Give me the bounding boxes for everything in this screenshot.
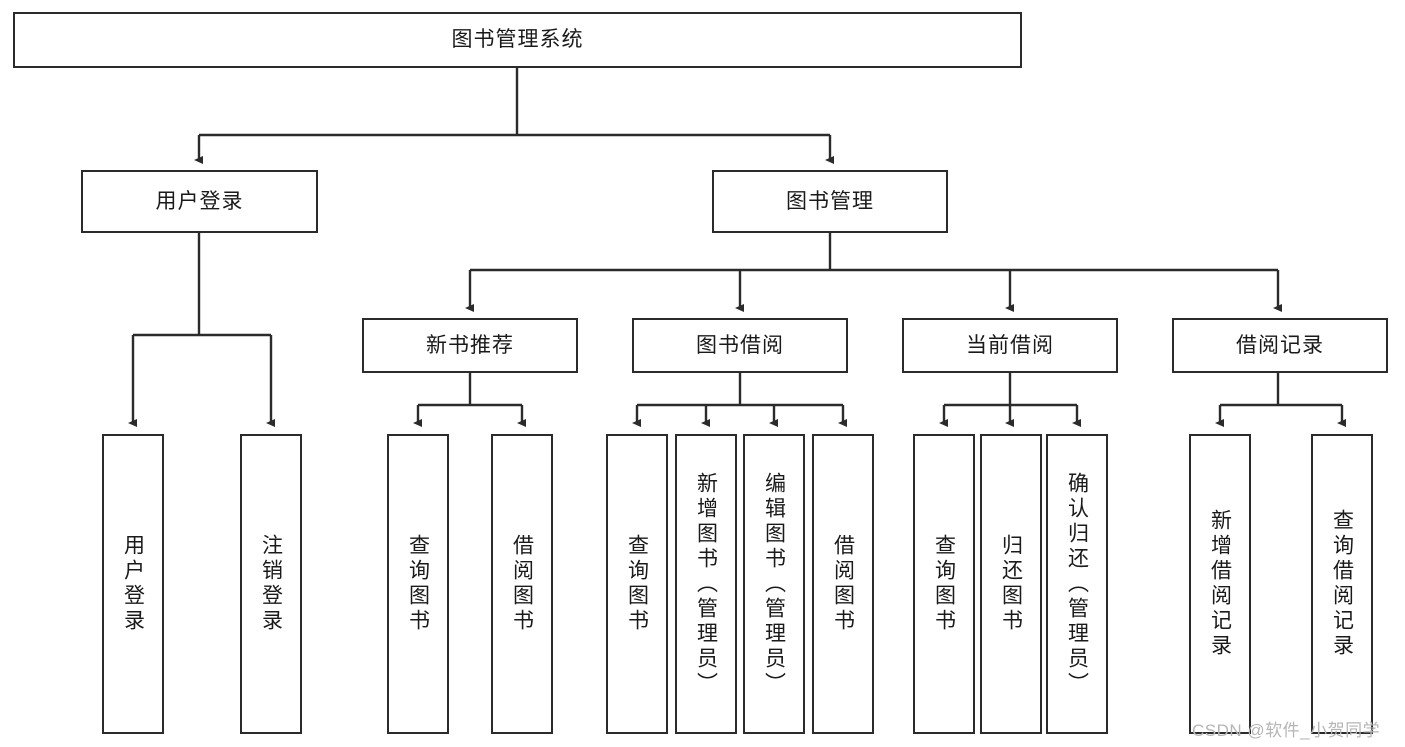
- node-leaf-user-logout-label: 注销登录: [259, 534, 283, 634]
- node-leaf-query-book-1-label: 查询图书: [406, 534, 430, 634]
- node-leaf-confirm-return[interactable]: 确认归还（管理员）: [1046, 434, 1108, 734]
- node-leaf-borrow-book-2-label: 借阅图书: [831, 534, 855, 634]
- watermark: CSDN @软件_小贺同学: [1192, 721, 1381, 740]
- node-leaf-query-book-2-label: 查询图书: [625, 534, 649, 634]
- node-leaf-query-record-label: 查询借阅记录: [1330, 509, 1354, 659]
- node-leaf-user-login[interactable]: 用户登录: [102, 434, 164, 734]
- node-current-borrow-label: 当前借阅: [966, 333, 1054, 357]
- node-leaf-edit-book[interactable]: 编辑图书（管理员）: [743, 434, 805, 734]
- node-borrow-record-label: 借阅记录: [1236, 333, 1324, 357]
- node-new-book-recommend-label: 新书推荐: [426, 333, 514, 357]
- node-leaf-borrow-book-1[interactable]: 借阅图书: [491, 434, 553, 734]
- node-user-login[interactable]: 用户登录: [81, 170, 318, 233]
- node-leaf-query-record[interactable]: 查询借阅记录: [1311, 434, 1373, 734]
- node-leaf-add-record[interactable]: 新增借阅记录: [1189, 434, 1251, 734]
- node-new-book-recommend[interactable]: 新书推荐: [362, 318, 578, 373]
- node-current-borrow[interactable]: 当前借阅: [902, 318, 1118, 373]
- node-user-login-label: 用户登录: [155, 189, 244, 213]
- node-leaf-borrow-book-1-label: 借阅图书: [510, 534, 534, 634]
- node-book-manage[interactable]: 图书管理: [712, 170, 948, 233]
- node-leaf-query-book-2[interactable]: 查询图书: [606, 434, 668, 734]
- node-root-label: 图书管理系统: [451, 28, 584, 52]
- node-root[interactable]: 图书管理系统: [13, 12, 1022, 68]
- node-leaf-confirm-return-label: 确认归还（管理员）: [1065, 471, 1089, 697]
- node-leaf-return-book-label: 归还图书: [999, 534, 1023, 634]
- node-leaf-query-book-1[interactable]: 查询图书: [387, 434, 449, 734]
- node-book-borrow-label: 图书借阅: [696, 333, 784, 357]
- node-book-manage-label: 图书管理: [786, 189, 874, 213]
- node-book-borrow[interactable]: 图书借阅: [632, 318, 848, 373]
- node-leaf-return-book[interactable]: 归还图书: [980, 434, 1042, 734]
- node-leaf-query-book-3[interactable]: 查询图书: [913, 434, 975, 734]
- node-leaf-user-login-label: 用户登录: [121, 534, 145, 634]
- node-leaf-add-record-label: 新增借阅记录: [1208, 509, 1232, 659]
- node-leaf-edit-book-label: 编辑图书（管理员）: [762, 471, 786, 697]
- node-leaf-query-book-3-label: 查询图书: [932, 534, 956, 634]
- node-leaf-add-book[interactable]: 新增图书（管理员）: [675, 434, 737, 734]
- node-leaf-add-book-label: 新增图书（管理员）: [694, 471, 718, 697]
- node-leaf-borrow-book-2[interactable]: 借阅图书: [812, 434, 874, 734]
- node-borrow-record[interactable]: 借阅记录: [1172, 318, 1388, 373]
- node-leaf-user-logout[interactable]: 注销登录: [240, 434, 302, 734]
